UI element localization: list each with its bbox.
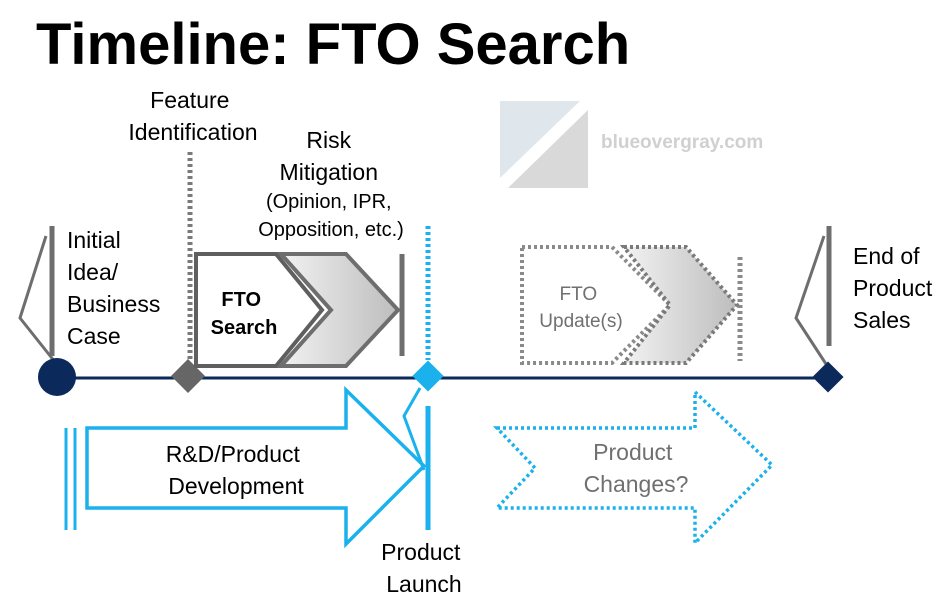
product-changes-arrow <box>492 387 775 548</box>
watermark-text: blueovergray.com <box>601 132 763 153</box>
end-of-sales-bracket <box>794 226 832 365</box>
fto-search-shape <box>194 252 325 368</box>
product-launch-marker <box>412 360 444 392</box>
product-launch-bracket <box>402 387 431 530</box>
end-of-sales-marker <box>812 361 844 393</box>
product-launch-label: Product Launch <box>381 539 467 597</box>
feature-identification-label: Feature Identification <box>128 87 257 145</box>
initial-idea-marker <box>38 358 76 396</box>
end-of-product-sales-label: End of Product Sales <box>853 243 939 333</box>
risk-mitigation-label: Risk Mitigation (Opinion, IPR, Oppositio… <box>258 127 404 241</box>
fto-update-shape <box>520 245 743 365</box>
rd-arrow <box>64 385 427 549</box>
risk-mitigation-chevron <box>276 252 401 368</box>
initial-idea-bracket <box>18 226 57 363</box>
fto-update-label: FTO Update(s) <box>539 284 622 332</box>
initial-idea-label: Initial Idea/ Business Case <box>67 227 167 349</box>
rd-product-development-label: R&D/Product Development <box>166 441 307 499</box>
fto-search-label: FTO Search <box>211 289 278 339</box>
page-title: Timeline: FTO Search <box>36 12 630 77</box>
product-changes-label: Product Changes? <box>584 439 689 497</box>
watermark-logo: blueovergray.com <box>500 101 763 188</box>
